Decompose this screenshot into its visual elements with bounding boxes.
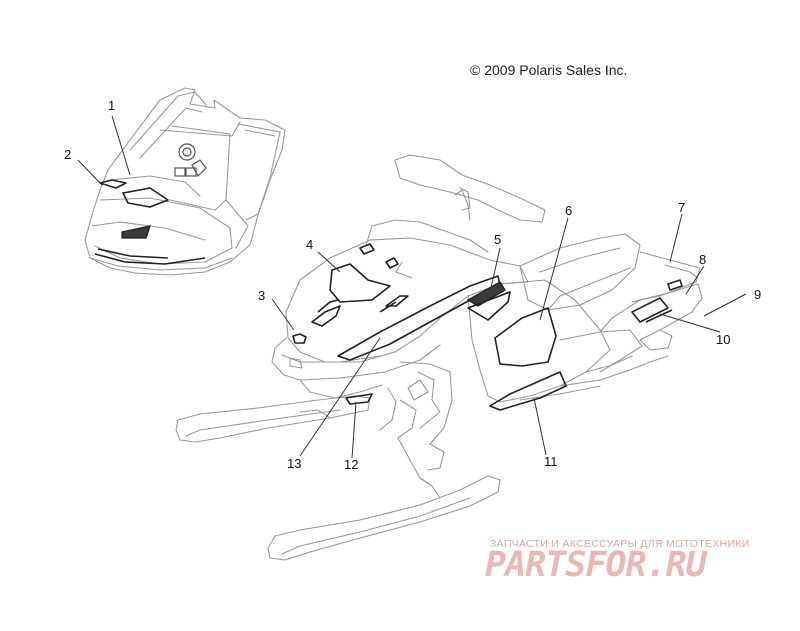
watermark-logo: PARTSFOR.RU bbox=[485, 545, 707, 585]
callout-13: 13 bbox=[287, 456, 302, 471]
callout-9: 9 bbox=[754, 287, 762, 302]
callout-2: 2 bbox=[64, 147, 72, 162]
callout-4: 4 bbox=[306, 237, 314, 252]
callout-8: 8 bbox=[699, 252, 707, 267]
decal-5 bbox=[466, 281, 506, 307]
callout-11: 11 bbox=[544, 454, 558, 469]
decal-4 bbox=[329, 263, 391, 303]
callout-7: 7 bbox=[678, 200, 686, 215]
copyright-notice: © 2009 Polaris Sales Inc. bbox=[470, 62, 628, 78]
leader-lines bbox=[77, 115, 747, 459]
callout-1: 1 bbox=[108, 98, 116, 113]
decal-10 bbox=[631, 297, 669, 323]
decal-13 bbox=[337, 275, 501, 361]
watermark-subtitle: ЗАПЧАСТИ И АКСЕССУАРЫ ДЛЯ МОТОТЕХНИКИ bbox=[490, 538, 750, 550]
callout-5: 5 bbox=[494, 232, 502, 247]
decal-3 bbox=[292, 333, 307, 344]
callout-6: 6 bbox=[565, 203, 573, 218]
decal-12 bbox=[345, 393, 373, 405]
decal-11 bbox=[489, 371, 567, 411]
callout-12: 12 bbox=[344, 457, 359, 472]
callout-10: 10 bbox=[716, 332, 731, 347]
callout-3: 3 bbox=[258, 288, 266, 303]
decal-8 bbox=[667, 279, 683, 291]
snowmobile-outline bbox=[175, 154, 703, 561]
hood-console-inset bbox=[84, 87, 286, 276]
decal-6 bbox=[494, 307, 557, 367]
decals bbox=[292, 243, 683, 411]
